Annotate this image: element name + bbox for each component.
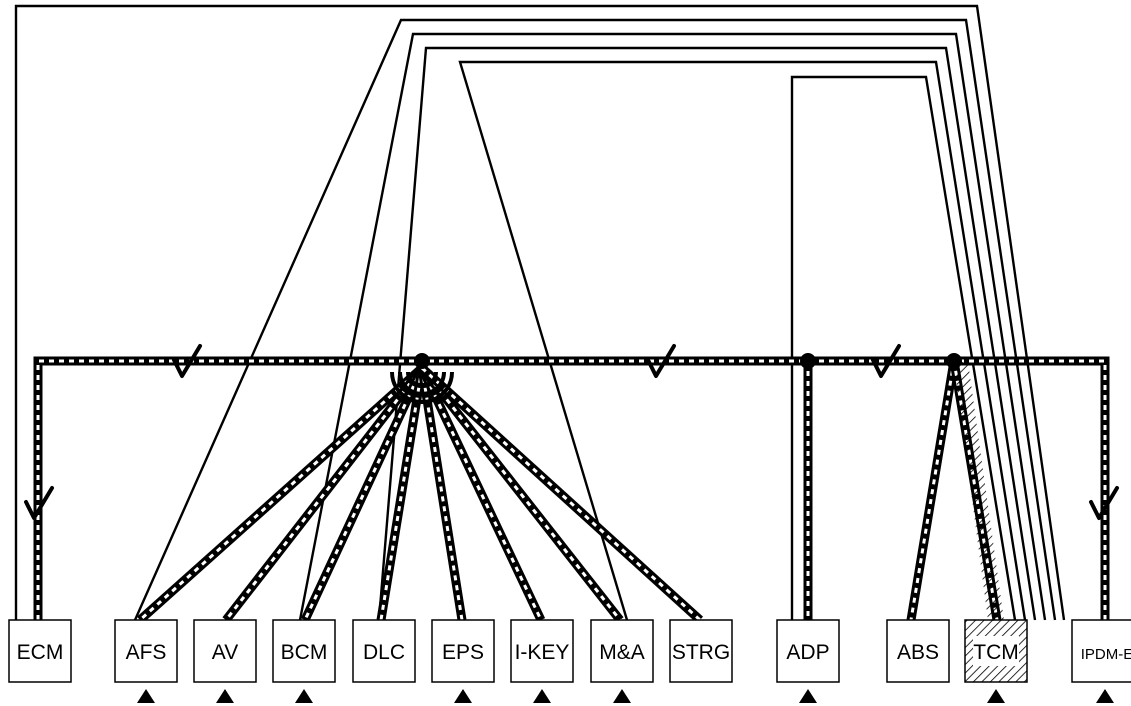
can-bus-eps	[417, 367, 467, 621]
junction-group	[414, 353, 962, 369]
node-label-ipdm: IPDM-E	[1081, 646, 1131, 663]
node-eps: EPS	[431, 619, 495, 683]
check-mark-icon	[24, 486, 54, 520]
node-ipdm: IPDM-E	[1071, 619, 1131, 683]
solid-wire-group	[14, 4, 1066, 621]
can-bus-dlc	[376, 367, 427, 621]
triangle-marker-icon	[533, 689, 551, 703]
triangle-marker-icon	[799, 689, 817, 703]
node-ecm: ECM	[8, 619, 72, 683]
solid-wire-adp	[790, 75, 1017, 621]
can-bus-ikey	[417, 366, 546, 622]
node-box-afs	[114, 619, 178, 683]
check-group	[24, 344, 1119, 520]
node-adp: ADP	[776, 619, 840, 683]
junction-dot-icon	[946, 353, 962, 369]
can-bus-afs	[137, 364, 425, 624]
node-box-dlc	[352, 619, 416, 683]
node-box-ikey	[510, 619, 574, 683]
node-box-adp	[776, 619, 840, 683]
triangle-marker-icon	[137, 689, 155, 703]
node-label-av: AV	[212, 641, 238, 664]
triangle-marker-icon	[613, 689, 631, 703]
solid-wire-ecm	[14, 4, 1066, 621]
node-label-adp: ADP	[786, 641, 829, 664]
node-box-bcm	[272, 619, 336, 683]
can-bus-trunk	[33, 356, 1110, 620]
node-av: AV	[193, 619, 257, 683]
node-group: ECM AFS AV BCM DLC EPS I-KEY M&A STRG ADP ABS TCM IP…	[8, 619, 1131, 683]
junction-dot-icon	[800, 353, 816, 369]
node-tcm: TCM	[964, 619, 1028, 683]
tcm-hatched-area	[954, 362, 1004, 620]
triangle-marker-icon	[216, 689, 234, 703]
node-label-afs: AFS	[126, 641, 167, 664]
node-label-strg: STRG	[672, 641, 730, 664]
can-bus-group	[33, 356, 1110, 624]
node-dlc: DLC	[352, 619, 416, 683]
node-label-eps: EPS	[442, 641, 484, 664]
node-label-ma: M&A	[599, 641, 645, 664]
node-label-abs: ABS	[897, 641, 939, 664]
solid-wire-ma	[458, 60, 1027, 621]
check-mark-icon	[871, 344, 901, 378]
node-bcm: BCM	[272, 619, 336, 683]
node-abs: ABS	[886, 619, 950, 683]
can-bus-abs	[906, 360, 959, 621]
node-label-bcm: BCM	[281, 641, 328, 664]
check-mark-icon	[1089, 486, 1119, 520]
can-bus-strg	[418, 364, 704, 624]
triangle-marker-icon	[1096, 689, 1114, 703]
triangle-group	[137, 689, 1114, 703]
hub-arc	[406, 371, 438, 388]
node-ikey: I-KEY	[510, 619, 574, 683]
node-box-ma	[590, 619, 654, 683]
node-box-abs	[886, 619, 950, 683]
can-bus-ma	[418, 365, 624, 623]
node-box-eps	[431, 619, 495, 683]
node-box-av	[193, 619, 257, 683]
node-label-ecm: ECM	[17, 641, 64, 664]
hub-arc	[398, 371, 446, 396]
triangle-marker-icon	[295, 689, 313, 703]
check-mark-icon	[646, 344, 676, 378]
check-mark-icon	[172, 344, 202, 378]
solid-wire-dlc	[377, 46, 1037, 621]
triangle-marker-icon	[987, 689, 1005, 703]
hub-arc	[390, 371, 454, 404]
can-bus-bcm	[300, 366, 427, 622]
node-label-dlc: DLC	[363, 641, 405, 664]
triangle-marker-icon	[454, 689, 472, 703]
can-bus-av	[222, 365, 426, 623]
junction-dot-icon	[414, 353, 430, 369]
node-box-strg	[669, 619, 733, 683]
solid-wire-afs	[133, 18, 1057, 621]
node-box-ipdm	[1071, 619, 1131, 683]
node-afs: AFS	[114, 619, 178, 683]
tcm-label-backdrop	[973, 636, 1019, 666]
node-ma: M&A	[590, 619, 654, 683]
node-box-ecm	[8, 619, 72, 683]
node-strg: STRG	[669, 619, 733, 683]
node-label-ikey: I-KEY	[515, 641, 570, 664]
hub-arc-group	[390, 371, 454, 404]
node-label-tcm: TCM	[973, 641, 1019, 664]
solid-wire-bcm	[298, 32, 1047, 621]
